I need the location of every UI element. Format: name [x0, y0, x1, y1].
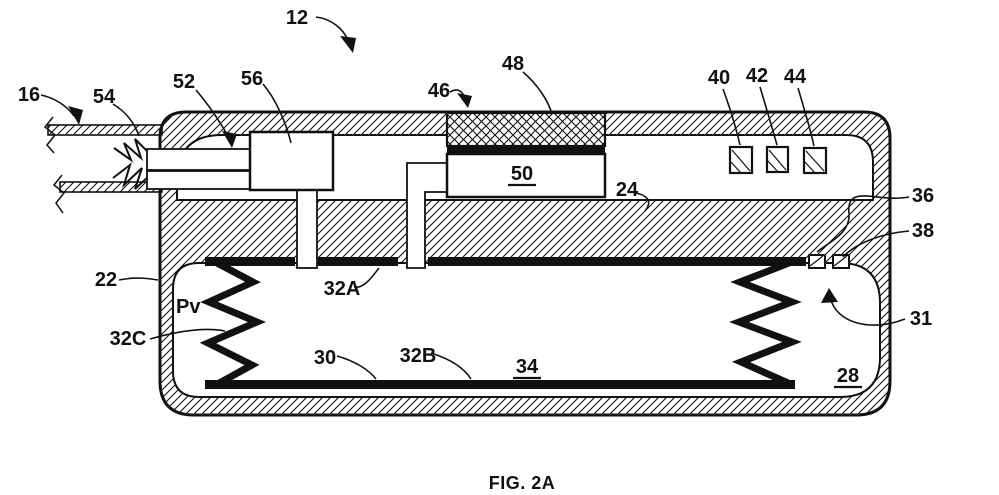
leader-40: [722, 88, 741, 146]
leader-32a: [353, 267, 380, 288]
leader-31: [829, 296, 906, 326]
label-22: 22: [95, 269, 117, 291]
label-52: 52: [173, 71, 195, 93]
label-42: 42: [746, 65, 768, 87]
spring-right: [729, 259, 802, 387]
label-32b: 32B: [400, 345, 437, 367]
inlet-tube: [43, 116, 163, 214]
tube-bore: [46, 135, 162, 182]
plug-base-plate: [447, 146, 605, 154]
port-36-hatch: [809, 255, 824, 267]
break-line-upper: [43, 116, 57, 154]
leader-56: [262, 83, 292, 144]
break-line-lower: [52, 174, 66, 214]
label-31: 31: [910, 308, 932, 330]
port-38-hatch: [833, 255, 848, 267]
component-post: [296, 189, 318, 269]
leader-44: [797, 87, 815, 147]
label-44: 44: [784, 66, 807, 88]
top-electrode-seg-3: [428, 257, 806, 266]
label-16: 16: [18, 84, 40, 106]
label-30: 30: [314, 347, 336, 369]
label-48: 48: [502, 53, 524, 75]
top-electrode-seg-2: [318, 257, 398, 266]
leaders: [40, 16, 910, 380]
sensor-elements: [728, 145, 850, 269]
top-electrode-seg-1: [205, 257, 295, 266]
leader-42: [759, 86, 778, 146]
leader-24: [635, 192, 650, 212]
leader-32c: [149, 328, 226, 340]
component-50-box: [445, 152, 607, 199]
label-32c: 32C: [110, 328, 147, 350]
tube-wall-top: [47, 124, 163, 136]
lower-chamber: [172, 262, 881, 398]
element-40-hatch: [731, 149, 751, 172]
figure-caption: FIG. 2A: [489, 473, 556, 493]
leader-48: [522, 71, 553, 115]
label-12: 12: [286, 7, 308, 29]
contact-spring-lower: [112, 162, 151, 190]
leader-38: [842, 230, 910, 258]
lead-lower: [146, 170, 252, 190]
leader-16: [40, 94, 75, 117]
leader-30: [336, 355, 377, 380]
bottom-electrode: [205, 380, 795, 389]
element-42-hatch: [768, 149, 787, 171]
component-56-box: [248, 130, 335, 192]
internal-components: [146, 111, 607, 269]
label-24: 24: [616, 179, 639, 201]
label-28: 28: [837, 365, 859, 387]
arrow-16: [68, 106, 83, 125]
label-36: 36: [912, 185, 934, 207]
element-42-hatch2: [766, 159, 779, 173]
label-50: 50: [511, 163, 533, 185]
arrow-46: [457, 93, 472, 108]
arrow-52: [222, 131, 237, 148]
label-46: 46: [428, 80, 450, 102]
label-40: 40: [708, 67, 730, 89]
leader-54: [112, 103, 140, 137]
contact-spring-upper: [113, 138, 151, 163]
label-32a: 32A: [324, 278, 361, 300]
label-pv: Pv: [176, 296, 201, 318]
reference-labels: 12 16 54 52 56 46 48 40 42 44 24 36 38 3…: [18, 7, 934, 389]
leader-32b: [430, 352, 472, 380]
element-44-hatch2: [803, 160, 816, 174]
spring-left: [199, 259, 266, 390]
vent-plug-48: [445, 111, 607, 148]
label-38: 38: [912, 220, 934, 242]
label-34: 34: [516, 356, 539, 378]
element-44-hatch: [805, 150, 825, 172]
leader-22: [118, 277, 159, 281]
electrodes: [199, 257, 806, 390]
arrow-31: [821, 288, 838, 303]
element-40-hatch2: [729, 160, 742, 174]
label-54: 54: [93, 86, 116, 108]
lead-upper: [146, 148, 252, 171]
leader-36: [816, 195, 910, 253]
label-56: 56: [241, 68, 263, 90]
arrow-12: [340, 36, 356, 53]
